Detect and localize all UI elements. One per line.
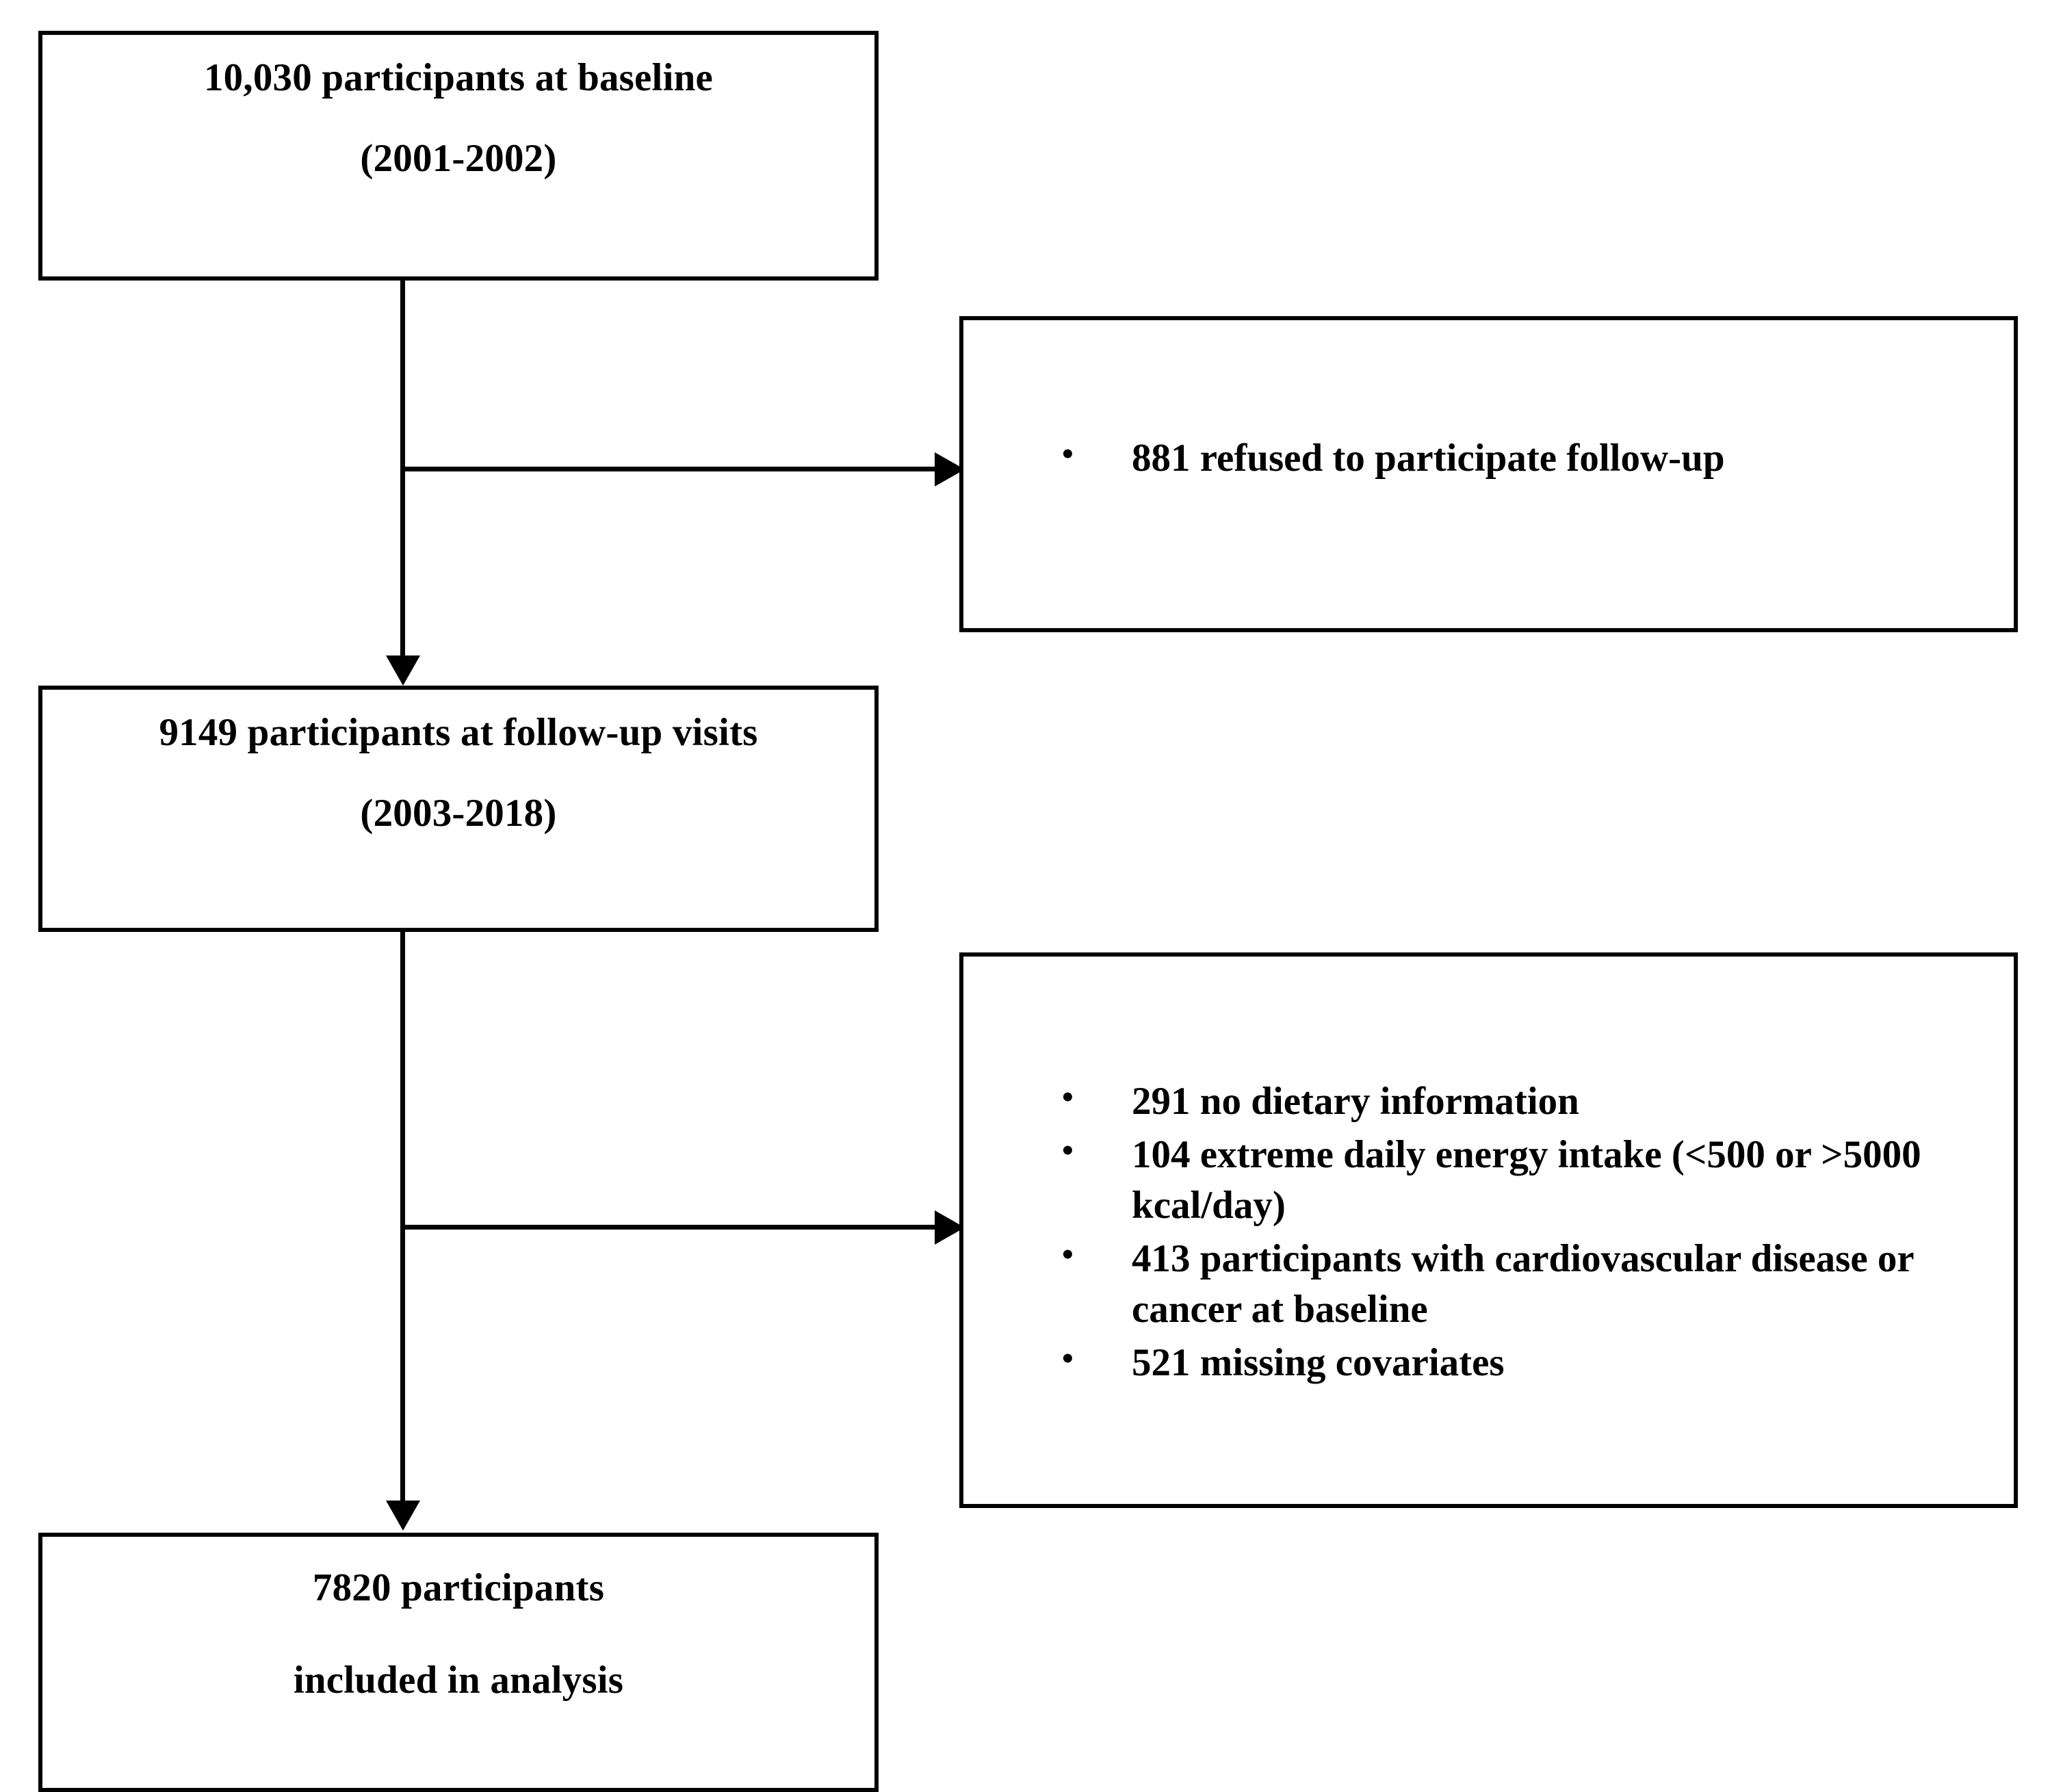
box-analysis: 7820 participants included in analysis [38,1533,879,1792]
connector-followup-to-exclusion-2 [400,1225,939,1230]
box-analysis-line1: 7820 participants [312,1566,605,1609]
arrowhead-baseline-to-followup [386,655,420,686]
list-item: • 291 no dietary information [1058,1076,1968,1127]
list-item: • 521 missing covariates [1058,1338,1968,1388]
arrowhead-followup-to-analysis [386,1501,420,1531]
exclusion-2-list: • 291 no dietary information • 104 extre… [1058,1076,1968,1392]
box-exclusion-1: • 881 refused to participate follow-up [959,316,2018,632]
list-item-label: 413 participants with cardiovascular dis… [1132,1237,1914,1332]
box-baseline-line2: (2001-2002) [360,137,557,180]
list-item-label: 291 no dietary information [1132,1080,1579,1123]
box-baseline-line1: 10,030 participants at baseline [203,56,714,99]
exclusion-1-list: • 881 refused to participate follow-up [1058,433,1975,486]
box-followup: 9149 participants at follow-up visits (2… [38,686,879,932]
connector-followup-to-analysis [400,932,405,1503]
bullet-icon: • [1062,1132,1074,1169]
list-item-label: 521 missing covariates [1132,1341,1505,1385]
box-followup-line1: 9149 participants at follow-up visits [159,711,758,754]
bullet-icon: • [1062,1236,1074,1273]
list-item-label: 104 extreme daily energy intake (<500 or… [1132,1133,1921,1228]
list-item-label: 881 refused to participate follow-up [1132,437,1725,480]
list-item: • 413 participants with cardiovascular d… [1058,1234,1968,1335]
list-item: • 104 extreme daily energy intake (<500 … [1058,1130,1968,1231]
box-analysis-line2: included in analysis [293,1659,624,1702]
box-exclusion-2: • 291 no dietary information • 104 extre… [959,952,2018,1508]
bullet-icon: • [1062,436,1074,472]
box-baseline: 10,030 participants at baseline (2001-20… [38,31,879,281]
bullet-icon: • [1062,1340,1074,1377]
bullet-icon: • [1062,1079,1074,1115]
box-followup-line2: (2003-2018) [360,792,557,835]
list-item: • 881 refused to participate follow-up [1058,433,1975,484]
connector-baseline-to-exclusion-1 [400,467,939,471]
